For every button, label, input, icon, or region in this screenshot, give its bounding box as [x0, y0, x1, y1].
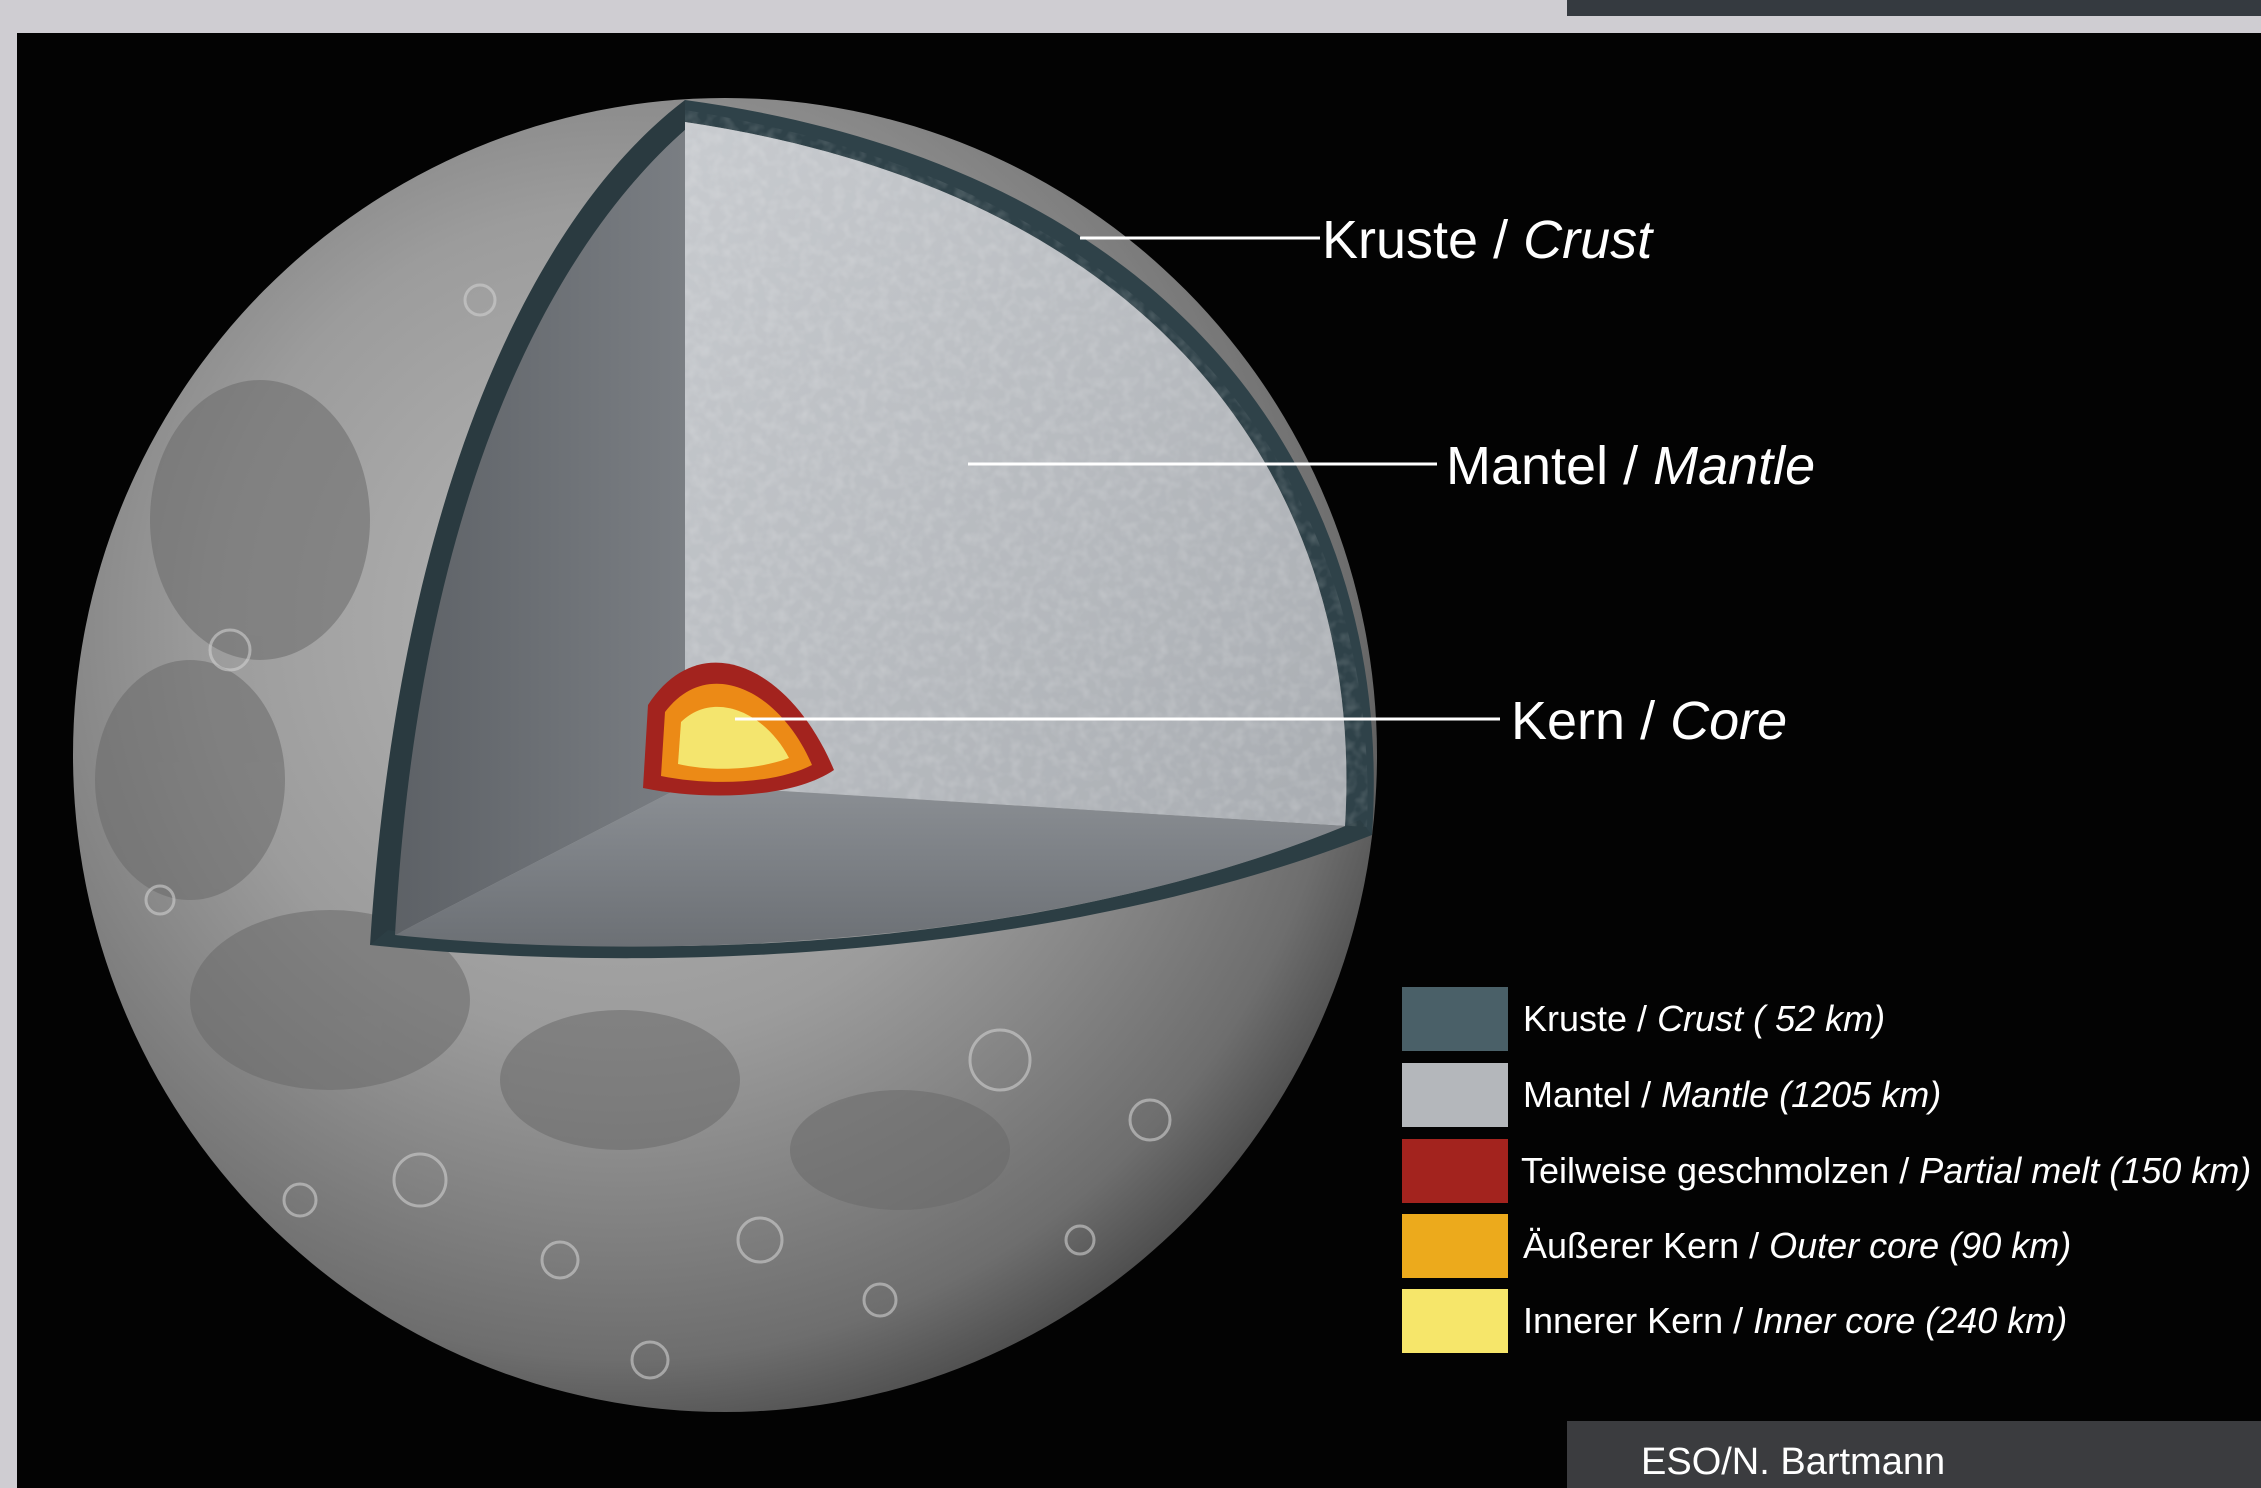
legend-swatch-partial-melt — [1402, 1139, 1508, 1203]
legend-label-mantle-en: Mantle (1205 km) — [1661, 1074, 1942, 1115]
lunar-craters — [144, 283, 1172, 1380]
mantle-callout-label: Mantel / Mantle — [1446, 439, 1815, 493]
legend-item-mantle: Mantel / Mantle (1205 km) — [1402, 1063, 2261, 1127]
legend-label-partial-melt-de: Teilweise geschmolzen — [1521, 1150, 1890, 1191]
core-callout-de: Kern — [1511, 691, 1626, 751]
legend-label-crust-de: Kruste — [1523, 998, 1628, 1039]
legend-label-partial-melt-sep: / — [1889, 1150, 1920, 1191]
legend-label-crust: Kruste / Crust ( 52 km) — [1523, 1001, 1885, 1037]
mantle-callout-sep: / — [1608, 436, 1654, 496]
legend-label-inner-core: Innerer Kern / Inner core (240 km) — [1523, 1303, 2067, 1339]
legend-swatch-outer-core — [1402, 1214, 1508, 1278]
legend-label-crust-en: Crust ( 52 km) — [1657, 998, 1886, 1039]
core-callout-en: Core — [1670, 691, 1788, 751]
crust-callout-label: Kruste / Crust — [1322, 213, 1652, 267]
legend-item-inner-core: Innerer Kern / Inner core (240 km) — [1402, 1289, 2261, 1353]
crust-callout-de: Kruste — [1322, 210, 1479, 270]
legend-item-outer-core: Äußerer Kern / Outer core (90 km) — [1402, 1214, 2261, 1278]
legend-swatch-mantle — [1402, 1063, 1508, 1127]
legend-label-inner-core-de: Innerer Kern — [1523, 1300, 1724, 1341]
legend-label-mantle-de: Mantel — [1523, 1074, 1632, 1115]
legend-label-inner-core-sep: / — [1723, 1300, 1754, 1341]
mantle-callout-en: Mantle — [1653, 436, 1816, 496]
legend-label-mantle-sep: / — [1631, 1074, 1662, 1115]
cutaway-floor — [395, 785, 1345, 947]
legend-label-inner-core-en: Inner core (240 km) — [1753, 1300, 2068, 1341]
core-callout-label: Kern / Core — [1511, 694, 1787, 748]
legend-item-crust: Kruste / Crust ( 52 km) — [1402, 987, 2261, 1051]
crust-callout-sep: / — [1478, 210, 1524, 270]
legend-label-mantle: Mantel / Mantle (1205 km) — [1523, 1077, 1941, 1113]
legend-label-crust-sep: / — [1627, 998, 1658, 1039]
crust-rim-bottom — [370, 820, 1372, 959]
legend-swatch-inner-core — [1402, 1289, 1508, 1353]
crust-callout-en: Crust — [1523, 210, 1653, 270]
credit-box: ESO/N. Bartmann — [1567, 1421, 2261, 1488]
legend-label-outer-core-en: Outer core (90 km) — [1769, 1225, 2072, 1266]
legend-swatch-crust — [1402, 987, 1508, 1051]
legend-label-outer-core-de: Äußerer Kern — [1523, 1225, 1740, 1266]
lunar-maria — [95, 380, 1010, 1210]
mantle-callout-de: Mantel — [1446, 436, 1609, 496]
inner-core-layer — [678, 706, 789, 769]
image-credit: ESO/N. Bartmann — [1641, 1441, 1946, 1483]
legend-label-outer-core: Äußerer Kern / Outer core (90 km) — [1523, 1228, 2071, 1264]
cutaway-left-wall — [395, 130, 685, 935]
core-callout-sep: / — [1625, 691, 1671, 751]
legend-label-outer-core-sep: / — [1739, 1225, 1770, 1266]
legend-label-partial-melt-en: Partial melt (150 km) — [1919, 1150, 2252, 1191]
legend-label-partial-melt: Teilweise geschmolzen / Partial melt (15… — [1521, 1153, 2251, 1189]
top-banner-strip — [1567, 0, 2261, 16]
legend-item-partial-melt: Teilweise geschmolzen / Partial melt (15… — [1402, 1139, 2261, 1203]
